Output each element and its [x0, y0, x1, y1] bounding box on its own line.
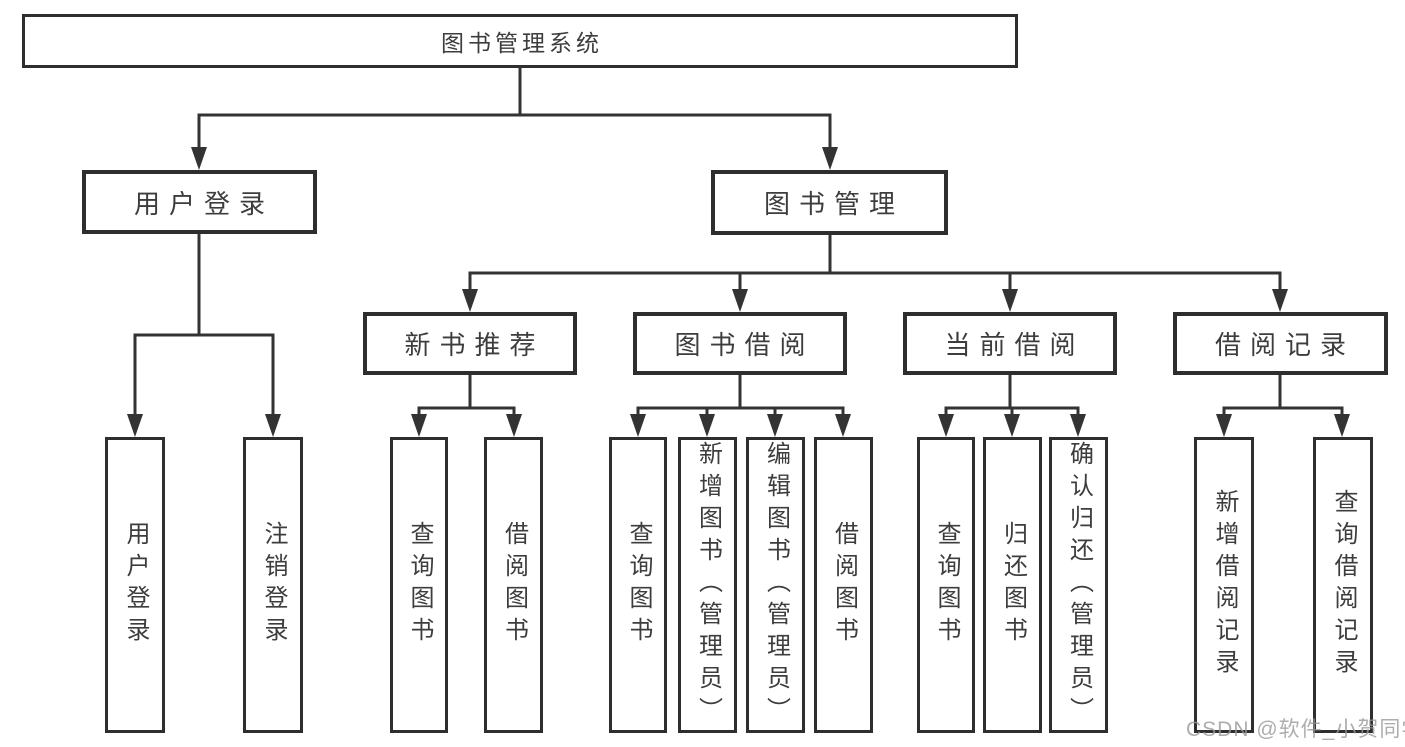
node-borrow-records-label: 借阅记录: [1214, 330, 1355, 360]
leaf-query-books-current-label: 查询图书: [933, 521, 960, 649]
node-new-book-recommend-label: 新书推荐: [404, 330, 545, 360]
leaf-return-book-label: 归还图书: [999, 521, 1027, 649]
leaf-borrow-books-recommend: 借阅图书: [484, 437, 543, 733]
connector-book-borrow-to-leaves: [630, 375, 851, 437]
leaf-query-books-borrow: 查询图书: [609, 437, 667, 733]
node-user-login: 用户登录: [82, 170, 317, 234]
leaf-add-book-admin: 新增图书（管理员）: [678, 437, 737, 733]
leaf-user-login-label: 用户登录: [122, 521, 149, 649]
leaf-borrow-books-borrow-label: 借阅图书: [830, 521, 858, 649]
leaf-add-book-admin-label: 新增图书（管理员）: [694, 441, 722, 729]
node-current-borrow-label: 当前借阅: [944, 330, 1085, 360]
leaf-query-borrow-record: 查询借阅记录: [1313, 437, 1373, 733]
node-current-borrow: 当前借阅: [903, 312, 1117, 375]
node-borrow-records: 借阅记录: [1173, 312, 1388, 375]
leaf-query-borrow-record-label: 查询借阅记录: [1330, 489, 1357, 681]
leaf-return-book: 归还图书: [983, 437, 1042, 733]
leaf-user-login: 用户登录: [105, 437, 165, 733]
node-root-label: 图书管理系统: [441, 30, 603, 56]
leaf-add-borrow-record-label: 新增借阅记录: [1211, 489, 1238, 681]
connector-root-to-level2: [191, 68, 838, 170]
leaf-edit-book-admin: 编辑图书（管理员）: [746, 437, 805, 733]
node-book-management-label: 图书管理: [763, 189, 904, 219]
leaf-edit-book-admin-label: 编辑图书（管理员）: [762, 441, 790, 729]
watermark: CSDN @软件_小贺同学: [1186, 718, 1405, 741]
connector-borrow-records-to-leaves: [1216, 375, 1350, 437]
node-book-management: 图书管理: [711, 170, 948, 235]
node-user-login-label: 用户登录: [133, 188, 274, 219]
node-root: 图书管理系统: [22, 14, 1018, 68]
node-book-borrow: 图书借阅: [633, 312, 847, 375]
connector-user-login-to-leaves: [127, 234, 281, 437]
connector-new-book-recommend-to-leaves: [411, 375, 522, 437]
leaf-add-borrow-record: 新增借阅记录: [1194, 437, 1254, 733]
leaf-logout: 注销登录: [243, 437, 303, 733]
leaf-query-books-recommend: 查询图书: [390, 437, 448, 733]
leaf-borrow-books-recommend-label: 借阅图书: [500, 521, 528, 649]
connector-book-management-to-level3: [462, 235, 1288, 312]
connector-current-borrow-to-leaves: [938, 375, 1086, 437]
leaf-confirm-return-admin-label: 确认归还（管理员）: [1065, 441, 1093, 729]
leaf-logout-label: 注销登录: [260, 521, 287, 649]
leaf-confirm-return-admin: 确认归还（管理员）: [1049, 437, 1108, 733]
leaf-borrow-books-borrow: 借阅图书: [814, 437, 873, 733]
node-book-borrow-label: 图书借阅: [674, 330, 815, 360]
leaf-query-books-recommend-label: 查询图书: [406, 521, 433, 649]
leaf-query-books-borrow-label: 查询图书: [625, 521, 652, 649]
node-new-book-recommend: 新书推荐: [363, 312, 577, 375]
leaf-query-books-current: 查询图书: [917, 437, 975, 733]
